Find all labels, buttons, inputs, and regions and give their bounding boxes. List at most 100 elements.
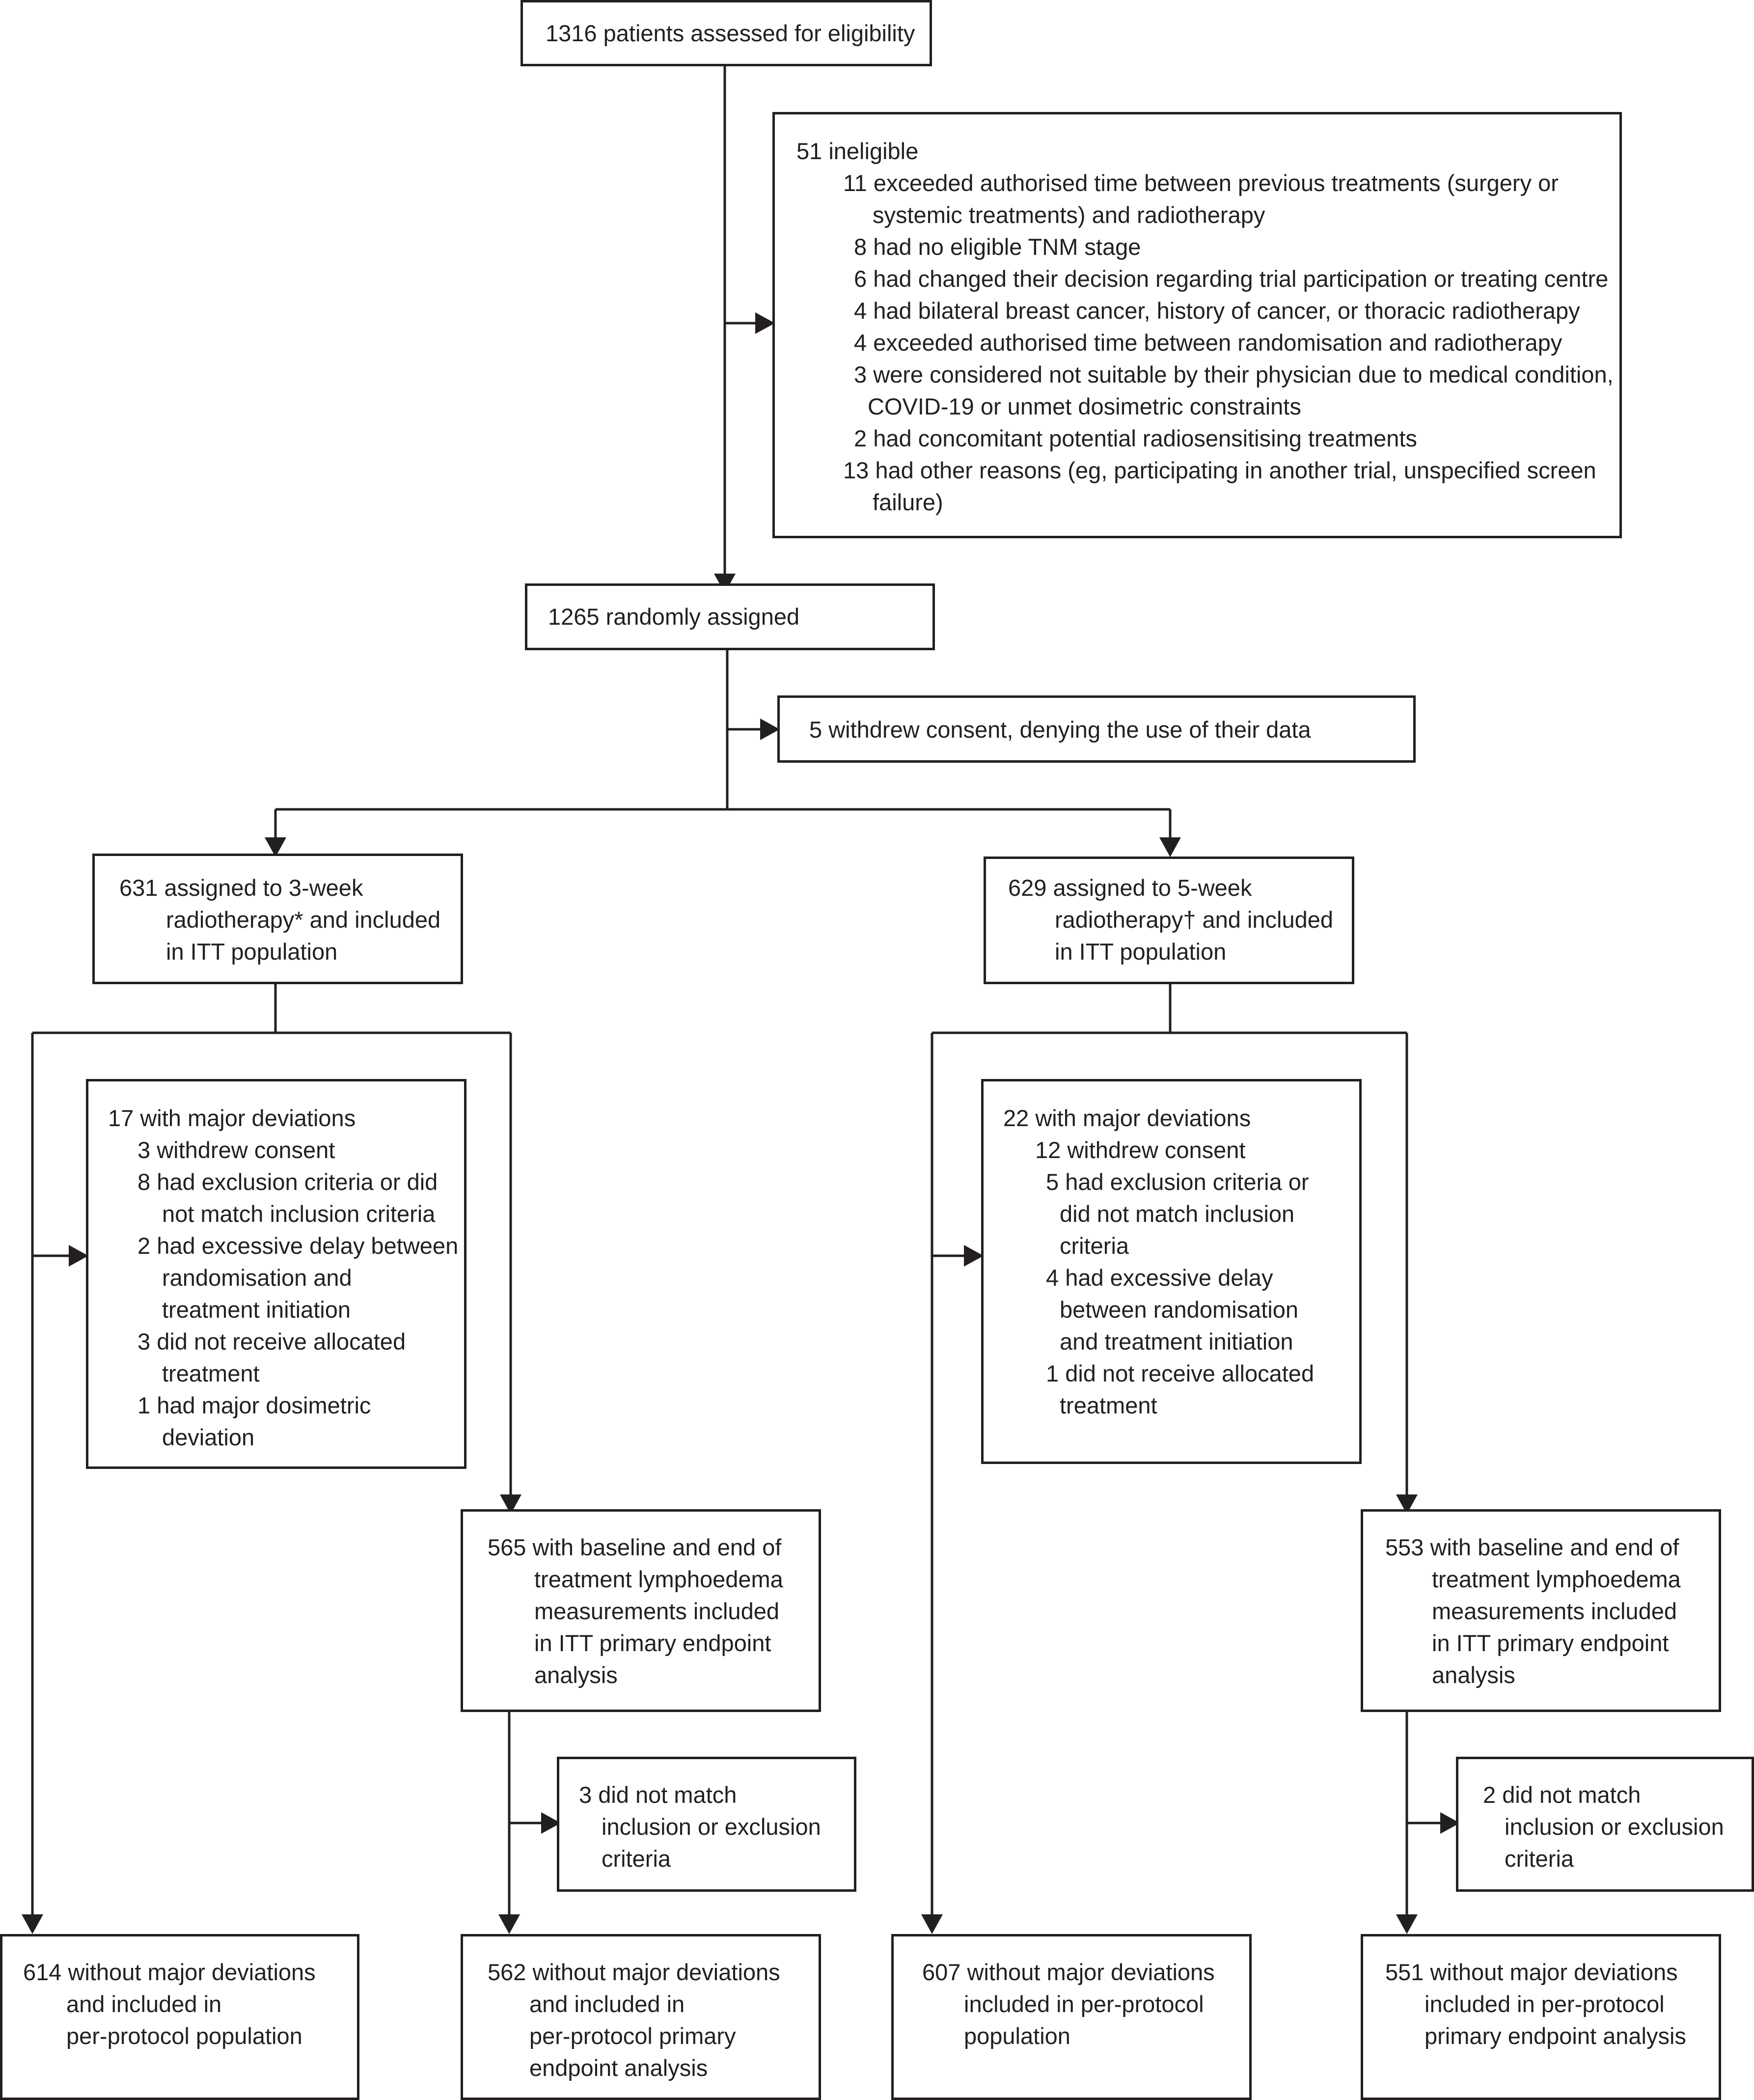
- arm-5week-deviations-box: 22 with major deviations 12 withdrew con…: [981, 1079, 1362, 1464]
- arm-5week-pp-line: 607 without major deviations: [922, 1959, 1215, 1985]
- arm-3week-excluded-line: 3 did not match: [579, 1782, 737, 1808]
- arrowhead-5week-excluded: [1440, 1812, 1460, 1834]
- arm-3week-pp-line: and included in: [66, 1991, 222, 2017]
- arm-5week-assigned-box: 629 assigned to 5-week radiotherapy† and…: [984, 857, 1354, 984]
- arm-5week-excluded-box: 2 did not match inclusion or exclusion c…: [1456, 1757, 1754, 1892]
- arm-5week-deviation-cont: and treatment initiation: [1060, 1328, 1293, 1354]
- ineligible-box: 51 ineligible 11 exceeded authorised tim…: [772, 112, 1622, 538]
- arrowhead-withdrew: [760, 718, 780, 740]
- arm-3week-itt-line: measurements included: [534, 1598, 779, 1624]
- arm-3week-deviation-list: 3 withdrew consent 8 had exclusion crite…: [108, 1134, 464, 1453]
- ineligible-reason: 3 were considered not suitable by their …: [854, 361, 1614, 387]
- arm-5week-ppp-line: 551 without major deviations: [1385, 1959, 1678, 1985]
- arm-5week-deviations-title: 22 with major deviations: [1003, 1105, 1251, 1131]
- arm-3week-deviation-cont: treatment initiation: [162, 1297, 351, 1323]
- arm-3week-ppp-line: and included in: [529, 1991, 685, 2017]
- arm-3week-assigned-line: in ITT population: [166, 939, 338, 965]
- arrowhead-3week-pp: [22, 1914, 43, 1934]
- arm-3week-pp-line: 614 without major deviations: [23, 1959, 316, 1985]
- arm-3week-itt-line: 565 with baseline and end of: [488, 1534, 782, 1560]
- arrowhead-3week-excluded: [541, 1812, 561, 1834]
- arm-5week-ppp-line: included in per-protocol: [1425, 1991, 1665, 2017]
- ineligible-reason: 4 exceeded authorised time between rando…: [854, 330, 1562, 356]
- arm-5week-deviation: 4 had excessive delay: [1046, 1265, 1273, 1291]
- arm-3week-excluded-line: inclusion or exclusion: [602, 1814, 821, 1840]
- arm-5week-deviation-cont: treatment: [1060, 1392, 1157, 1418]
- screening-text: 1316 patients assessed for eligibility: [546, 20, 915, 46]
- withdrew-text: 5 withdrew consent, denying the use of t…: [809, 717, 1311, 743]
- arm-5week-deviation: 1 did not receive allocated: [1046, 1360, 1315, 1386]
- arm-5week-pp-line: included in per-protocol: [964, 1991, 1204, 2017]
- arm-3week-excluded-box: 3 did not match inclusion or exclusion c…: [557, 1757, 856, 1892]
- arm-3week-pp-line: per-protocol population: [66, 2023, 302, 2049]
- arm-3week-ppp-line: per-protocol primary: [529, 2023, 736, 2049]
- arrowhead-5week-deviations: [964, 1245, 984, 1267]
- ineligible-reason-cont: systemic treatments) and radiotherapy: [873, 202, 1265, 228]
- arm-3week-deviation: 8 had exclusion criteria or did: [137, 1169, 438, 1195]
- arm-5week-itt-line: treatment lymphoedema: [1432, 1566, 1681, 1592]
- ineligible-reason: 2 had concomitant potential radiosensiti…: [854, 425, 1417, 451]
- arm-3week-excluded-line: criteria: [602, 1846, 671, 1872]
- arm-5week-pp-line: population: [964, 2023, 1070, 2049]
- arm-3week-itt-line: in ITT primary endpoint: [534, 1630, 771, 1656]
- ineligible-reason: 4 had bilateral breast cancer, history o…: [854, 298, 1580, 324]
- arrowhead-3week: [265, 837, 286, 857]
- arm-5week-deviation: 5 had exclusion criteria or: [1046, 1169, 1309, 1195]
- screening-box: 1316 patients assessed for eligibility: [521, 0, 932, 66]
- ineligible-reason: 13 had other reasons (eg, participating …: [843, 457, 1596, 483]
- arm-5week-deviation-cont: criteria: [1060, 1233, 1129, 1259]
- ineligible-title: 51 ineligible: [796, 138, 919, 164]
- arm-3week-assigned-line: radiotherapy* and included: [166, 907, 441, 933]
- ineligible-reason: 6 had changed their decision regarding t…: [854, 266, 1609, 292]
- arrowhead-3week-deviations: [69, 1245, 88, 1267]
- arm-5week-excluded-line: criteria: [1505, 1846, 1574, 1872]
- arm-3week-itt-line: treatment lymphoedema: [534, 1566, 783, 1592]
- arm-5week-itt-line: analysis: [1432, 1662, 1515, 1688]
- arm-5week-deviation-list: 12 withdrew consent 5 had exclusion crit…: [1003, 1134, 1359, 1421]
- ineligible-reasons: 11 exceeded authorised time between prev…: [796, 167, 1619, 518]
- arm-5week-per-protocol-primary-box: 551 without major deviations included in…: [1361, 1934, 1721, 2100]
- arm-5week-deviation-cont: did not match inclusion: [1060, 1201, 1295, 1227]
- arm-3week-itt-line: analysis: [534, 1662, 618, 1688]
- arm-3week-ppp-line: 562 without major deviations: [488, 1959, 780, 1985]
- ineligible-reason: 11 exceeded authorised time between prev…: [843, 170, 1559, 196]
- arm-5week-itt-line: measurements included: [1432, 1598, 1677, 1624]
- ineligible-reason-cont: COVID-19 or unmet dosimetric constraints: [868, 393, 1301, 419]
- arm-3week-deviation: 2 had excessive delay between: [137, 1233, 459, 1259]
- arm-5week-excluded-line: 2 did not match: [1483, 1782, 1641, 1808]
- arm-3week-per-protocol-box: 614 without major deviations and include…: [0, 1934, 359, 2100]
- arm-3week-deviation-cont: randomisation and: [162, 1265, 352, 1291]
- arm-5week-assigned-line: 629 assigned to 5-week: [1008, 875, 1252, 901]
- ineligible-reason-cont: failure): [873, 489, 943, 515]
- arrowhead-3week-itt: [500, 1494, 521, 1514]
- randomised-box: 1265 randomly assigned: [525, 583, 935, 650]
- arm-3week-deviations-box: 17 with major deviations 3 withdrew cons…: [86, 1079, 466, 1469]
- arrowhead-5week: [1159, 837, 1181, 857]
- arm-5week-deviation: 12 withdrew consent: [1035, 1137, 1246, 1163]
- arm-5week-itt-line: 553 with baseline and end of: [1385, 1534, 1679, 1560]
- arrowhead-5week-ppp: [1396, 1914, 1418, 1934]
- withdrew-box: 5 withdrew consent, denying the use of t…: [777, 695, 1416, 763]
- arm-3week-deviation-cont: treatment: [162, 1360, 260, 1386]
- arm-3week-deviation: 3 withdrew consent: [137, 1137, 335, 1163]
- arm-3week-itt-primary-box: 565 with baseline and end of treatment l…: [461, 1509, 821, 1712]
- arrowhead-ineligible: [755, 312, 775, 334]
- arm-3week-deviations-title: 17 with major deviations: [108, 1105, 356, 1131]
- arm-5week-assigned-line: radiotherapy† and included: [1055, 907, 1334, 933]
- arm-3week-ppp-line: endpoint analysis: [529, 2055, 708, 2081]
- arm-5week-ppp-line: primary endpoint analysis: [1425, 2023, 1686, 2049]
- arm-5week-excluded-line: inclusion or exclusion: [1505, 1814, 1724, 1840]
- arm-5week-itt-line: in ITT primary endpoint: [1432, 1630, 1669, 1656]
- randomised-text: 1265 randomly assigned: [548, 604, 800, 630]
- arrowhead-5week-itt: [1396, 1494, 1418, 1514]
- arm-5week-itt-primary-box: 553 with baseline and end of treatment l…: [1361, 1509, 1721, 1712]
- arm-5week-deviation-cont: between randomisation: [1060, 1297, 1298, 1323]
- arm-3week-deviation-cont: deviation: [162, 1424, 255, 1450]
- arm-3week-assigned-box: 631 assigned to 3-week radiotherapy* and…: [92, 854, 463, 984]
- arm-5week-assigned-line: in ITT population: [1055, 939, 1227, 965]
- arm-3week-deviation: 3 did not receive allocated: [137, 1328, 406, 1354]
- arm-3week-per-protocol-primary-box: 562 without major deviations and include…: [461, 1934, 821, 2100]
- arrowhead-3week-ppp: [498, 1914, 520, 1934]
